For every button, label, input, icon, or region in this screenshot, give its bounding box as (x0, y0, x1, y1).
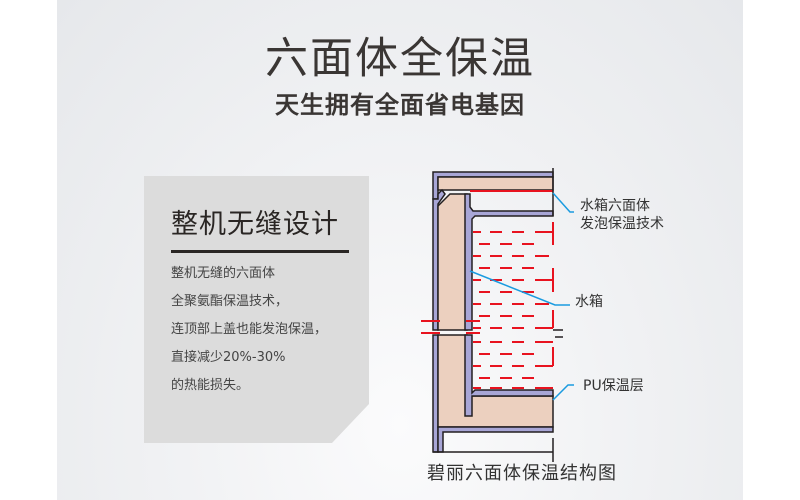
content-panel: 六面体全保温 天生拥有全面省电基因 整机无缝设计 整机无缝的六面体 全聚氨酯保温… (57, 0, 743, 500)
feature-card-body: 整机无缝的六面体 全聚氨酯保温技术， 连顶部上盖也能发泡保温， 直接减少20%-… (171, 264, 327, 404)
feature-card-line: 整机无缝的六面体 (171, 266, 276, 281)
label-line: 发泡保温技术 (580, 216, 664, 232)
page-title: 六面体全保温 (265, 34, 535, 84)
feature-card-divider (171, 250, 349, 253)
feature-card: 整机无缝设计 整机无缝的六面体 全聚氨酯保温技术， 连顶部上盖也能发泡保温， 直… (144, 176, 369, 443)
page-subtitle: 天生拥有全面省电基因 (275, 91, 525, 119)
diagram-caption: 碧丽六面体保温结构图 (427, 463, 617, 484)
feature-card-title: 整机无缝设计 (171, 209, 339, 240)
feature-card-line: 连顶部上盖也能发泡保温， (171, 322, 328, 337)
water-tank-label: 水箱 (575, 294, 603, 310)
pu-insulation-label: PU保温层 (583, 378, 644, 394)
feature-card-line: 直接减少20%-30% (171, 350, 286, 365)
feature-card-line: 的热能损失。 (171, 378, 250, 393)
feature-card-line: 全聚氨酯保温技术， (171, 294, 289, 309)
six-sided-foam-label: 水箱六面体 发泡保温技术 (580, 197, 664, 233)
label-line: 水箱六面体 (580, 198, 650, 214)
